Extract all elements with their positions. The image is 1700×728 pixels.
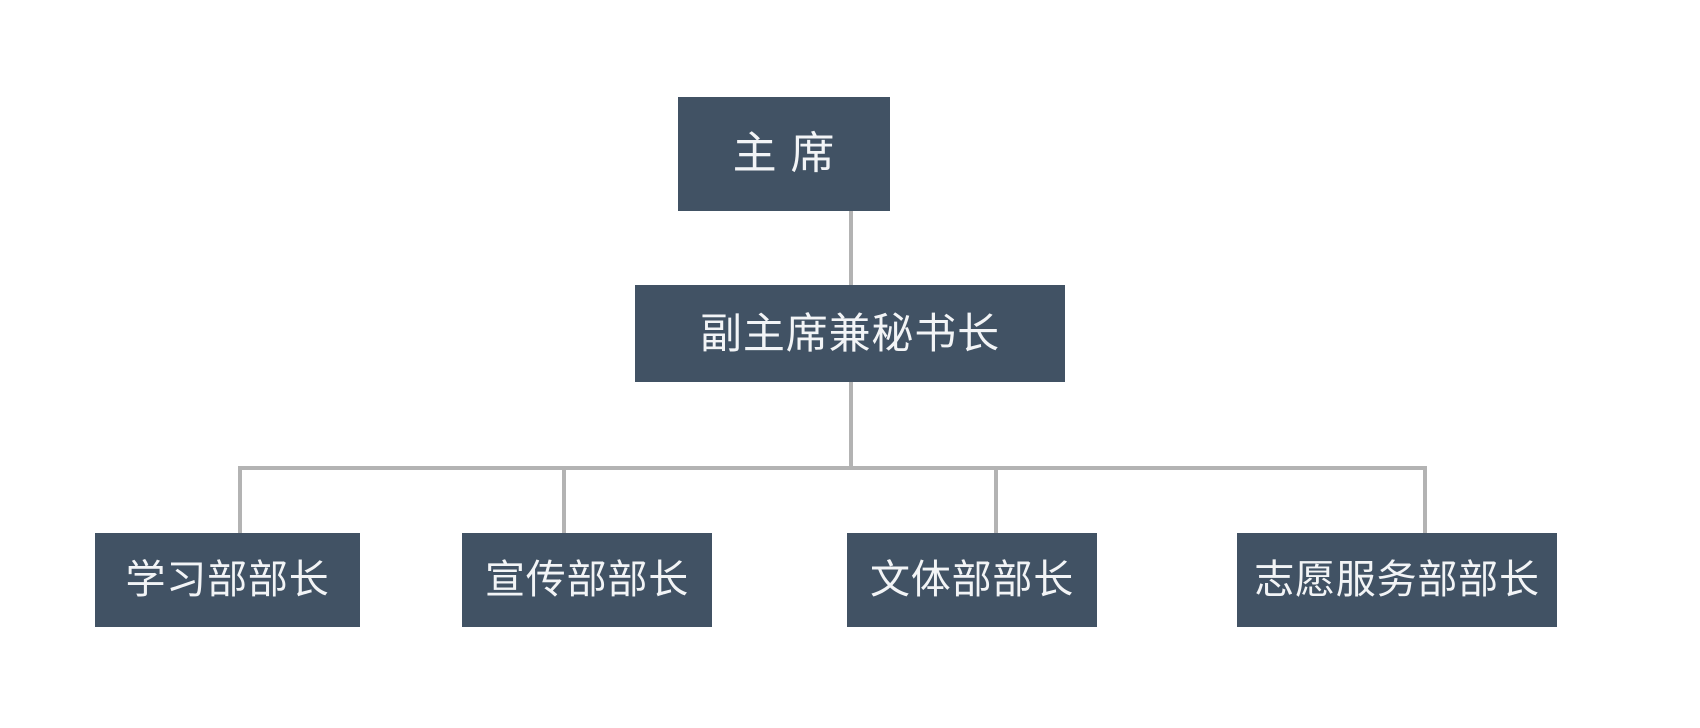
org-node-study-department-head[interactable]: 学习部部长	[95, 533, 360, 627]
org-node-volunteer-service-department-head[interactable]: 志愿服务部部长	[1237, 533, 1557, 627]
org-node-vice-chairman-secretary-general[interactable]: 副主席兼秘书长	[635, 285, 1065, 382]
connector-bus-to-department-3	[994, 466, 998, 533]
connector-deputy-to-bus	[849, 382, 853, 470]
org-node-publicity-department-head[interactable]: 宣传部部长	[462, 533, 712, 627]
connector-bus-to-department-2	[562, 466, 566, 533]
connector-root-to-deputy	[849, 211, 853, 285]
connector-horizontal-bus	[238, 466, 1427, 470]
connector-bus-to-department-1	[238, 466, 242, 533]
org-node-culture-sports-department-head[interactable]: 文体部部长	[847, 533, 1097, 627]
org-node-chairman[interactable]: 主 席	[678, 97, 890, 211]
connector-bus-to-department-4	[1423, 466, 1427, 533]
